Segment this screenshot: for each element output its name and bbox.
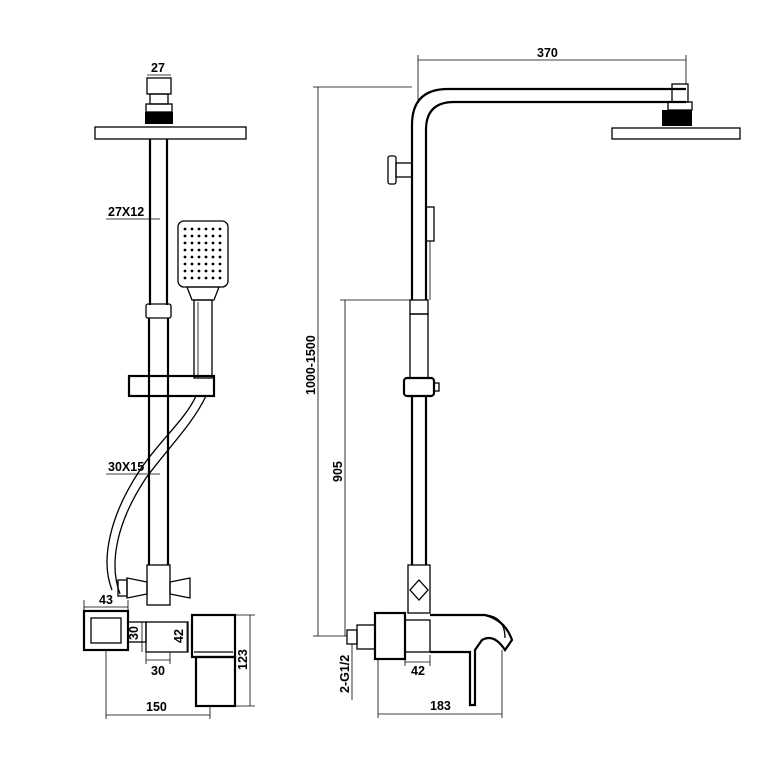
side-knob <box>387 155 413 185</box>
side-mixer-body <box>346 611 514 707</box>
nozzle-dot <box>211 241 215 245</box>
nozzle-dot <box>218 255 222 259</box>
nozzle-dot <box>218 269 222 273</box>
nozzle-dot <box>204 234 208 238</box>
nozzle-dot <box>204 227 208 231</box>
nozzle-dot <box>218 234 222 238</box>
nozzle-dot <box>197 255 201 259</box>
nozzle-dot <box>190 255 194 259</box>
dim-spout-length: 183 <box>430 699 451 713</box>
nozzle-dot <box>218 276 222 280</box>
dim-inlet-height: 905 <box>331 461 345 482</box>
nozzle-dot <box>211 262 215 266</box>
lower-pipe <box>147 318 170 565</box>
dim-body-depth: 42 <box>411 664 425 678</box>
nozzle-dot <box>183 241 187 245</box>
nozzle-dot <box>211 255 215 259</box>
side-coupling <box>409 299 429 315</box>
nozzle-dot <box>211 227 215 231</box>
nozzle-dot <box>204 262 208 266</box>
nozzle-dot <box>218 227 222 231</box>
nozzle-dot <box>183 276 187 280</box>
nozzle-dot <box>218 248 222 252</box>
mixer-body <box>145 621 189 653</box>
nozzle-dot <box>197 269 201 273</box>
front-view: 27 27X12 30X15 43 30 42 30 123 150 <box>82 61 255 719</box>
dim-handle-width: 43 <box>99 593 113 607</box>
side-slider-bracket <box>402 376 440 398</box>
nozzle-dot <box>190 227 194 231</box>
nozzle-dot <box>183 269 187 273</box>
nozzle-dot <box>183 227 187 231</box>
dim-upper-pipe: 27X12 <box>108 205 144 219</box>
side-hand-shower <box>425 206 435 300</box>
nozzle-dot <box>204 241 208 245</box>
nozzle-dot <box>190 234 194 238</box>
dim-arm-length: 370 <box>537 46 558 60</box>
overhead-shower-plate <box>94 126 247 140</box>
nozzle-dot <box>190 269 194 273</box>
side-lower-pipe <box>409 313 429 565</box>
side-diverter <box>407 564 431 614</box>
dim-top-nut: 27 <box>151 61 165 75</box>
dim-inlet-a: 30 <box>127 626 141 640</box>
nozzle-dot <box>197 241 201 245</box>
dim-body-height: 123 <box>236 649 250 670</box>
nozzle-dot <box>197 276 201 280</box>
spout-body <box>190 613 237 708</box>
overhead-nut <box>145 77 173 124</box>
shower-arm <box>410 83 741 300</box>
side-dimensions <box>313 55 687 718</box>
nozzle-dot <box>211 269 215 273</box>
nozzle-dot <box>204 276 208 280</box>
dim-overall-width: 150 <box>146 700 167 714</box>
hand-shower <box>177 220 229 379</box>
nozzle-dot <box>197 262 201 266</box>
nozzle-dot <box>190 262 194 266</box>
shower-hose <box>106 395 207 595</box>
nozzle-dot <box>211 276 215 280</box>
nozzle-dot <box>190 241 194 245</box>
nozzle-dot <box>197 227 201 231</box>
nozzle-dot <box>190 248 194 252</box>
side-view: 370 1000-1500 905 2-G1/2 42 183 <box>304 46 741 718</box>
nozzle-dot <box>183 234 187 238</box>
nozzle-dot <box>211 234 215 238</box>
nozzle-dot <box>197 234 201 238</box>
dim-inlet-b: 42 <box>172 629 186 643</box>
nozzle-dot <box>197 248 201 252</box>
dim-lower-pipe: 30X15 <box>108 460 144 474</box>
nozzle-dot <box>183 248 187 252</box>
nozzle-dot <box>190 276 194 280</box>
nozzle-dot <box>204 248 208 252</box>
nozzle-dot <box>204 269 208 273</box>
front-dimensions <box>83 74 255 719</box>
slider-bracket <box>127 374 216 398</box>
nozzle-dot <box>183 255 187 259</box>
nozzle-dot <box>218 262 222 266</box>
diverter-valve <box>117 564 191 606</box>
nozzle-dot <box>204 255 208 259</box>
nozzle-dot <box>211 248 215 252</box>
dim-connection: 2-G1/2 <box>338 655 352 693</box>
dim-inlet-c: 30 <box>151 664 165 678</box>
pipe-coupling <box>145 303 172 319</box>
side-shower-plate <box>611 127 741 140</box>
dim-height-range: 1000-1500 <box>304 335 318 395</box>
nozzle-dot <box>218 241 222 245</box>
nozzle-dot <box>183 262 187 266</box>
upper-pipe <box>148 139 169 305</box>
